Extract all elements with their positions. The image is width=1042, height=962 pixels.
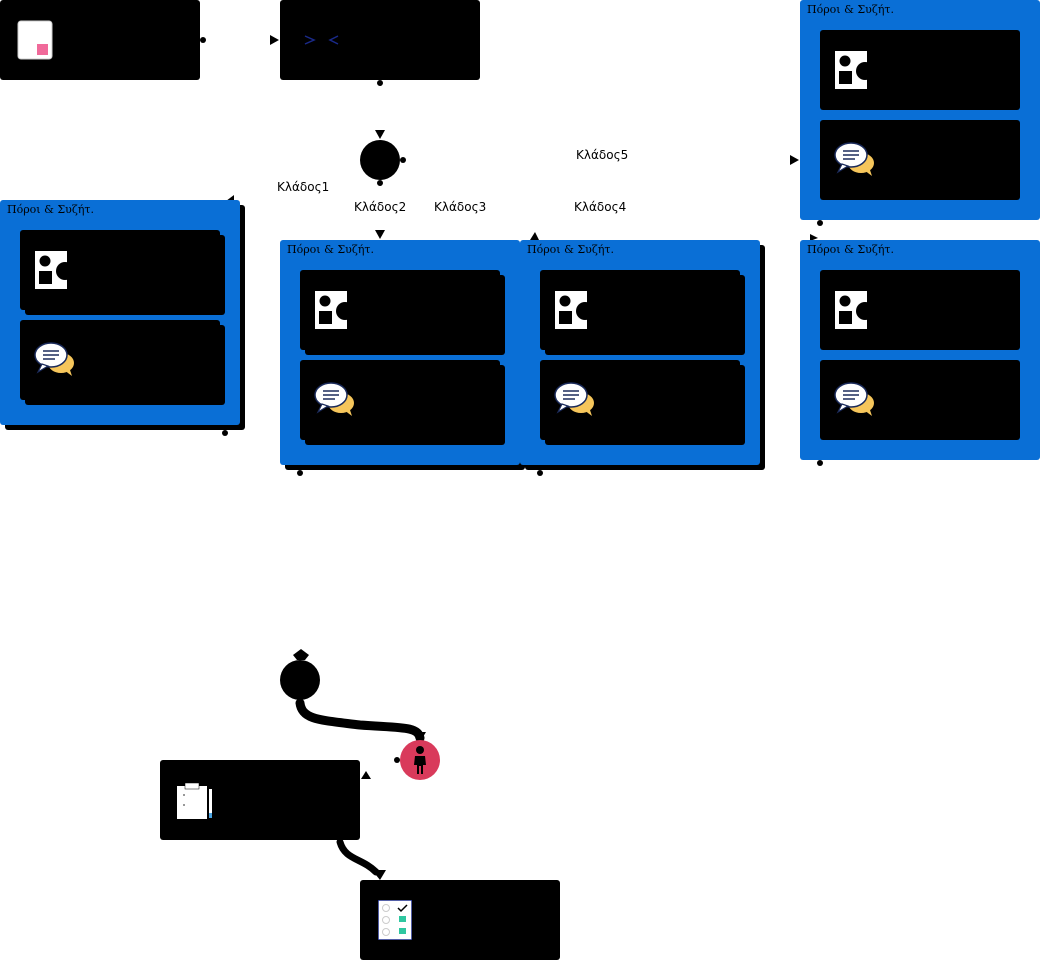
code-icon	[304, 35, 339, 45]
person-marker[interactable]	[400, 740, 440, 780]
arrow-head	[375, 230, 385, 239]
resources-group-1[interactable]: Πόροι & Συζήτ.	[0, 200, 240, 425]
shapes-card[interactable]	[300, 270, 500, 350]
connector-dot	[222, 430, 228, 436]
group-title: Πόροι & Συζήτ.	[807, 3, 895, 16]
discussion-card[interactable]	[540, 360, 740, 440]
branch-label-3: Κλάδος3	[434, 200, 487, 214]
discussion-icon	[34, 342, 74, 376]
start-node[interactable]	[280, 660, 320, 700]
group-title: Πόροι & Συζήτ.	[527, 243, 615, 256]
connector-dot	[817, 220, 823, 226]
discussion-card[interactable]	[820, 120, 1020, 200]
branch-label-4: Κλάδος4	[574, 200, 627, 214]
flow-connector	[336, 838, 380, 876]
person-icon	[414, 746, 426, 774]
page-icon	[17, 20, 53, 60]
code-node[interactable]	[280, 0, 480, 80]
connector-dot	[377, 80, 383, 86]
arrow-head	[530, 232, 539, 240]
connector-dot	[297, 470, 303, 476]
shapes-card[interactable]	[820, 270, 1020, 350]
shapes-icon	[35, 251, 74, 289]
group-title: Πόροι & Συζήτ.	[287, 243, 375, 256]
connector-dot	[377, 180, 383, 186]
shapes-icon	[315, 291, 354, 329]
shapes-icon	[555, 291, 594, 329]
discussion-card[interactable]	[820, 360, 1020, 440]
connector-dot	[817, 460, 823, 466]
discussion-icon	[314, 382, 354, 416]
arrow-head	[412, 732, 426, 742]
branch-label-5: Κλάδος5	[576, 148, 629, 162]
clipboard-icon	[177, 783, 212, 819]
connector-dot	[400, 157, 406, 163]
connector-dot	[200, 37, 206, 43]
connector-dot	[297, 700, 303, 706]
discussion-icon	[554, 382, 594, 416]
shapes-card[interactable]	[20, 230, 220, 310]
shapes-icon	[835, 51, 874, 89]
connector-dot	[337, 840, 343, 846]
checklist-node[interactable]	[360, 880, 560, 960]
discussion-card[interactable]	[300, 360, 500, 440]
group-title: Πόροι & Συζήτ.	[807, 243, 895, 256]
discussion-card[interactable]	[20, 320, 220, 400]
discussion-icon	[834, 142, 874, 176]
branch-node[interactable]	[360, 140, 400, 180]
shapes-card[interactable]	[540, 270, 740, 350]
connector-dot	[537, 470, 543, 476]
checklist-icon	[378, 900, 412, 940]
arrow-head	[270, 35, 279, 45]
page-node[interactable]	[0, 0, 200, 80]
resources-group-3[interactable]: Πόροι & Συζήτ.	[520, 240, 760, 465]
resources-group-2[interactable]: Πόροι & Συζήτ.	[280, 240, 520, 465]
shapes-card[interactable]	[820, 30, 1020, 110]
arrow-head	[372, 870, 386, 880]
group-title: Πόροι & Συζήτ.	[7, 203, 95, 216]
branch-label-2: Κλάδος2	[354, 200, 407, 214]
arrow-head	[810, 234, 818, 241]
arrow-head	[790, 155, 799, 165]
shapes-icon	[835, 291, 874, 329]
arrow-head	[361, 771, 371, 779]
resources-group-4[interactable]: Πόροι & Συζήτ.	[800, 0, 1040, 220]
arrow-head	[293, 649, 309, 660]
resources-group-5[interactable]: Πόροι & Συζήτ.	[800, 240, 1040, 460]
discussion-icon	[834, 382, 874, 416]
connector-dot	[394, 757, 400, 763]
arrow-head	[375, 130, 385, 139]
flow-connector	[295, 698, 425, 743]
clipboard-node[interactable]	[160, 760, 360, 840]
branch-label-1: Κλάδος1	[277, 180, 330, 194]
